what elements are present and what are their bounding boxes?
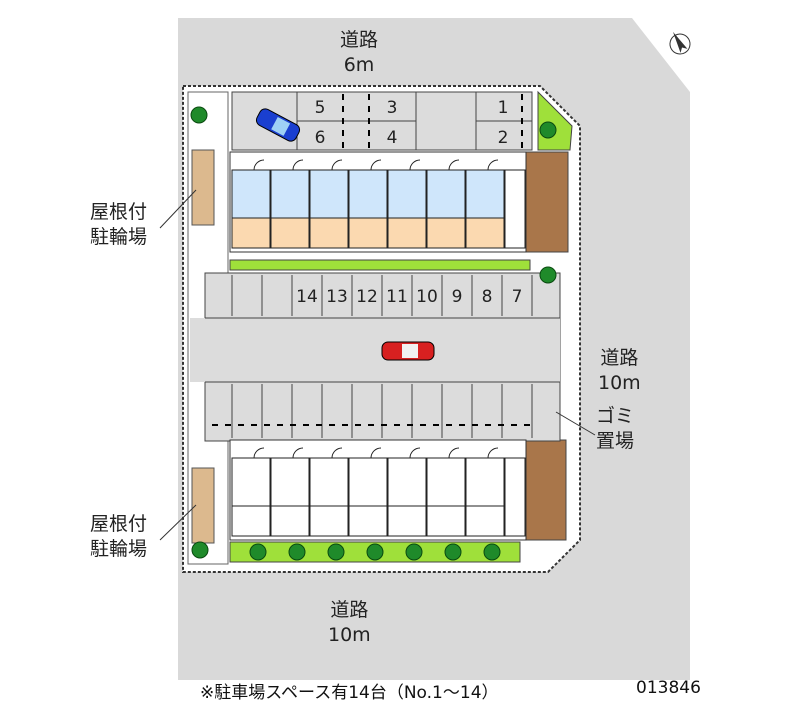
parking-space-number: 9 bbox=[452, 287, 463, 307]
label-line: 置場 bbox=[596, 430, 635, 452]
tree-icon bbox=[191, 541, 209, 559]
parking-space-number: 7 bbox=[512, 287, 523, 307]
unit-room bbox=[348, 457, 388, 507]
parking-space-number: 8 bbox=[482, 287, 493, 307]
door-icon bbox=[448, 159, 460, 171]
parking-space-number: 6 bbox=[315, 128, 326, 148]
unit-room bbox=[387, 505, 427, 537]
bike-parking-label-upper: 屋根付 駐輪場 bbox=[88, 200, 150, 250]
tree-icon bbox=[405, 543, 423, 561]
tree-icon bbox=[366, 543, 384, 561]
stairs bbox=[504, 169, 526, 249]
parking-space-number: 12 bbox=[356, 287, 378, 307]
parking-space-number: 2 bbox=[498, 128, 509, 148]
compass-icon bbox=[669, 31, 691, 55]
stairs bbox=[504, 457, 526, 537]
tree-icon bbox=[539, 266, 557, 284]
hedge-pattern-lower bbox=[525, 439, 567, 541]
parking-space-number: 14 bbox=[296, 287, 318, 307]
parking-space-number: 4 bbox=[387, 128, 398, 148]
parking-space-number: 10 bbox=[416, 287, 438, 307]
door-icon bbox=[448, 447, 460, 459]
parking-space-number: 11 bbox=[386, 287, 408, 307]
road-width: 10m bbox=[598, 372, 641, 394]
hedge-pattern-upper bbox=[525, 151, 569, 253]
driveway bbox=[190, 318, 560, 382]
tree-icon bbox=[288, 543, 306, 561]
door-icon bbox=[331, 159, 343, 171]
unit-room bbox=[309, 217, 349, 249]
unit-room bbox=[426, 169, 466, 219]
tree-icon bbox=[483, 543, 501, 561]
bike-parking-label-lower: 屋根付 駐輪場 bbox=[88, 512, 150, 562]
road-width: 6m bbox=[343, 54, 375, 76]
parking-space-number: 3 bbox=[387, 98, 398, 118]
unit-room bbox=[270, 217, 310, 249]
parking-space-number: 1 bbox=[498, 98, 509, 118]
label-line: 屋根付 bbox=[90, 513, 148, 535]
unit-room bbox=[465, 457, 505, 507]
parking-space-number: 13 bbox=[326, 287, 348, 307]
tree-icon bbox=[444, 543, 462, 561]
unit-room bbox=[309, 505, 349, 537]
car-icon bbox=[255, 108, 301, 142]
unit-room bbox=[348, 505, 388, 537]
tree-icon bbox=[539, 121, 557, 139]
road-north-label: 道路 6m bbox=[340, 28, 378, 78]
door-icon bbox=[253, 447, 265, 459]
property-code: 013846 bbox=[636, 678, 701, 698]
door-icon bbox=[370, 159, 382, 171]
tree-icon bbox=[327, 543, 345, 561]
unit-room bbox=[270, 169, 310, 219]
road-east-label: 道路 10m bbox=[598, 346, 641, 396]
unit-room bbox=[387, 457, 427, 507]
door-icon bbox=[331, 447, 343, 459]
road-name: 道路 bbox=[340, 29, 379, 51]
door-icon bbox=[292, 159, 304, 171]
unit-room bbox=[231, 169, 271, 219]
unit-room bbox=[348, 169, 388, 219]
tree-icon bbox=[190, 106, 208, 124]
parking-space-number: 5 bbox=[315, 98, 326, 118]
label-line: 駐輪場 bbox=[90, 538, 148, 560]
label-line: 駐輪場 bbox=[90, 226, 148, 248]
parking-note: ※駐車場スペース有14台（No.1〜14） bbox=[200, 683, 499, 703]
road-width: 10m bbox=[328, 624, 371, 646]
unit-room bbox=[270, 505, 310, 537]
door-icon bbox=[370, 447, 382, 459]
unit-room bbox=[270, 457, 310, 507]
unit-room bbox=[348, 217, 388, 249]
unit-room bbox=[465, 217, 505, 249]
unit-room bbox=[387, 169, 427, 219]
unit-room bbox=[426, 505, 466, 537]
unit-room bbox=[309, 169, 349, 219]
unit-room bbox=[231, 505, 271, 537]
road-south-label: 道路 10m bbox=[328, 598, 371, 648]
door-icon bbox=[487, 159, 499, 171]
unit-room bbox=[465, 169, 505, 219]
unit-room bbox=[426, 217, 466, 249]
bike-parking-upper bbox=[191, 149, 215, 226]
door-icon bbox=[409, 447, 421, 459]
garbage-label: ゴミ 置場 bbox=[596, 404, 634, 454]
car-icon bbox=[381, 341, 435, 361]
unit-room bbox=[465, 505, 505, 537]
door-icon bbox=[487, 447, 499, 459]
road-name: 道路 bbox=[600, 347, 639, 369]
label-line: 屋根付 bbox=[90, 201, 148, 223]
unit-room bbox=[387, 217, 427, 249]
door-icon bbox=[253, 159, 265, 171]
label-line: ゴミ bbox=[596, 405, 635, 427]
door-icon bbox=[409, 159, 421, 171]
unit-room bbox=[309, 457, 349, 507]
unit-room bbox=[231, 217, 271, 249]
road-name: 道路 bbox=[330, 599, 369, 621]
tree-icon bbox=[249, 543, 267, 561]
unit-room bbox=[426, 457, 466, 507]
door-icon bbox=[292, 447, 304, 459]
green-strip-upper bbox=[229, 259, 531, 271]
unit-room bbox=[231, 457, 271, 507]
